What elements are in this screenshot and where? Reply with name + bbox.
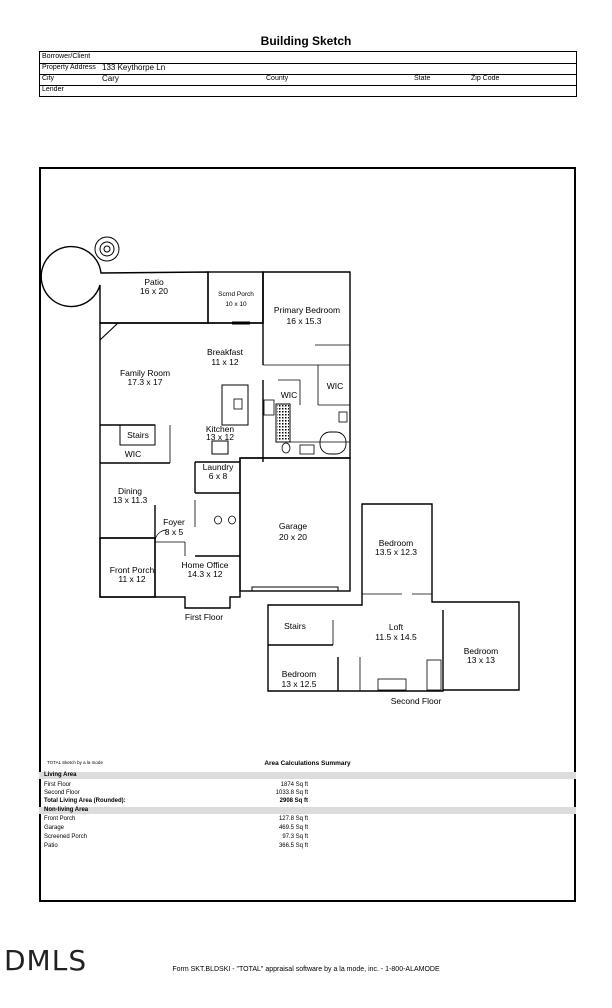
garage-dim: 20 x 20 (279, 532, 307, 542)
primary-bedroom-name: Primary Bedroom (274, 305, 340, 315)
borrower-label: Borrower/Client (42, 53, 91, 60)
nonliving-area-header: Non-living Area (39, 807, 576, 814)
primary-bedroom-dim: 16 x 15.3 (287, 316, 322, 326)
patio-name: Patio (144, 277, 164, 287)
kitchen-dim: 13 x 12 (206, 432, 234, 442)
laundry-dim: 6 x 8 (209, 471, 228, 481)
zip-label: Zip Code (471, 75, 500, 82)
kitchen-name: Kitchen (206, 424, 235, 434)
breakfast-dim: 11 x 12 (211, 357, 239, 367)
loft-name: Loft (389, 622, 404, 632)
lender-row: Lender (40, 85, 576, 96)
wic-mid-name: WIC (281, 390, 298, 400)
city-value: Cary (102, 74, 119, 83)
property-value: 133 Keythorpe Ln (102, 63, 166, 72)
stairs2-name: Stairs (284, 621, 306, 631)
bedroom-b-dim: 13 x 13 (467, 655, 495, 665)
summary-title: Area Calculations Summary (264, 760, 351, 767)
stairs1-name: Stairs (127, 430, 149, 440)
patio-outline (40, 245, 209, 324)
garage-name: Garage (279, 521, 308, 531)
front-porch-outline (99, 537, 156, 598)
city-label: City (42, 75, 55, 82)
wic-right-name: WIC (327, 381, 344, 391)
foyer-name: Foyer (163, 517, 185, 527)
sketch-frame (39, 167, 576, 902)
fireplace-icon (277, 405, 289, 441)
patio-feature-icon (94, 236, 120, 262)
scrnd-porch-dim: 10 x 10 (225, 301, 247, 308)
patio-dim: 16 x 20 (140, 286, 168, 296)
bedroom-c-name: Bedroom (282, 669, 317, 679)
second-floor-outline (267, 503, 520, 692)
front-porch-dim: 11 x 12 (118, 574, 146, 584)
second-floor-label: Second Floor (391, 696, 442, 706)
first-floor-label: First Floor (185, 612, 223, 622)
bedroom-a-dim: 13.5 x 12.3 (375, 547, 417, 557)
lender-label: Lender (42, 86, 64, 93)
borrower-row: Borrower/Client (40, 52, 576, 64)
loft-dim: 11.5 x 14.5 (375, 632, 417, 642)
total-living-row: Total Living Area (Rounded):2908 Sq ft (44, 798, 308, 804)
scrnd-porch-name: Scrnd Porch (218, 291, 254, 298)
laundry-name: Laundry (203, 462, 234, 472)
page-title: Building Sketch (260, 34, 352, 48)
home-office-dim: 14.3 x 12 (188, 569, 223, 579)
bedroom-a-name: Bedroom (379, 538, 414, 548)
living-area-header: Living Area (39, 772, 576, 779)
property-row: Property Address 133 Keythorpe Ln (40, 63, 576, 75)
property-info-table: Borrower/Client Property Address 133 Key… (39, 51, 577, 97)
state-label: State (414, 75, 431, 82)
property-label: Property Address (42, 64, 96, 71)
form-footer: Form SKT.BLDSKI - "TOTAL" appraisal soft… (172, 966, 440, 973)
wic-left-name: WIC (125, 449, 142, 459)
dmls-logo: DMLS (4, 944, 88, 977)
bedroom-c-dim: 13 x 12.5 (282, 679, 317, 689)
county-label: County (266, 75, 289, 82)
dining-dim: 13 x 11.3 (113, 495, 148, 505)
city-row: City Cary County State Zip Code (40, 74, 576, 86)
breakfast-name: Breakfast (207, 347, 244, 357)
bedroom-b-name: Bedroom (464, 646, 499, 656)
family-room-name: Family Room (120, 368, 170, 378)
kitchen-island (221, 384, 249, 426)
family-room-dim: 17.3 x 17 (128, 377, 163, 387)
front-porch-name: Front Porch (110, 565, 155, 575)
dining-name: Dining (118, 486, 142, 496)
foyer-dim: 8 x 5 (165, 527, 184, 537)
home-office-name: Home Office (181, 560, 228, 570)
sketch-credit: TOTAL Sketch by a la mode (47, 760, 103, 765)
